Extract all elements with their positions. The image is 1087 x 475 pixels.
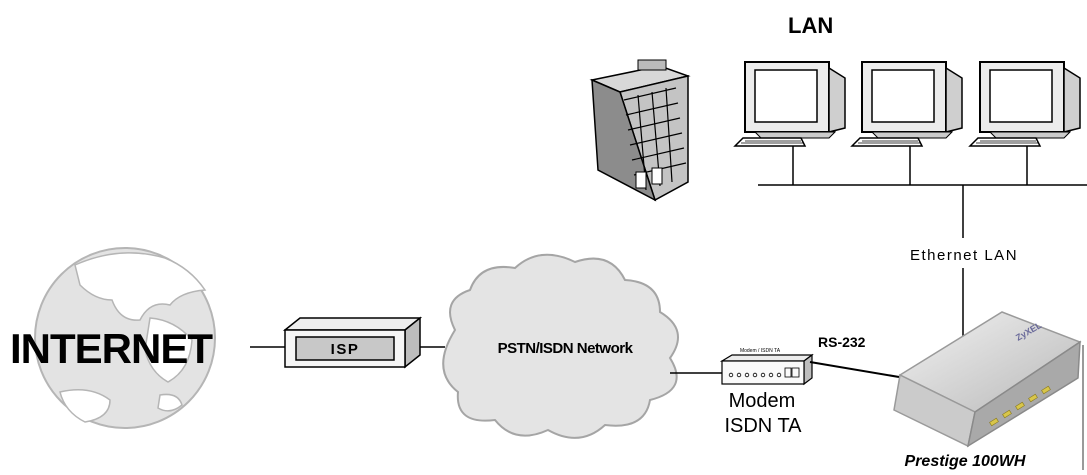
office-building-icon	[589, 59, 691, 202]
modem-device-label: Modem / ISDN TA	[740, 348, 781, 354]
ethernet-lan-label: Ethernet LAN	[910, 247, 1018, 264]
cloud-icon	[442, 253, 679, 439]
pstn-isdn-network-label: PSTN/ISDN Network	[498, 340, 634, 357]
rs232-label: RS-232	[818, 334, 866, 350]
computer-icon	[850, 61, 963, 147]
lan-bus	[758, 146, 1087, 345]
globe-icon	[34, 247, 216, 429]
rs232-link	[809, 361, 906, 379]
router-model-label: Prestige 100WH	[905, 453, 1026, 470]
modem-icon	[719, 353, 814, 386]
modem-label: Modem	[729, 390, 796, 412]
router-icon	[893, 311, 1084, 470]
lan-label: LAN	[788, 13, 833, 38]
internet-label: INTERNET	[10, 325, 213, 372]
isp-label: ISP	[331, 341, 360, 358]
computer-icon	[733, 61, 846, 147]
computer-icon	[968, 61, 1081, 147]
isdn-ta-label: ISDN TA	[724, 415, 802, 437]
isp-device	[282, 316, 423, 369]
